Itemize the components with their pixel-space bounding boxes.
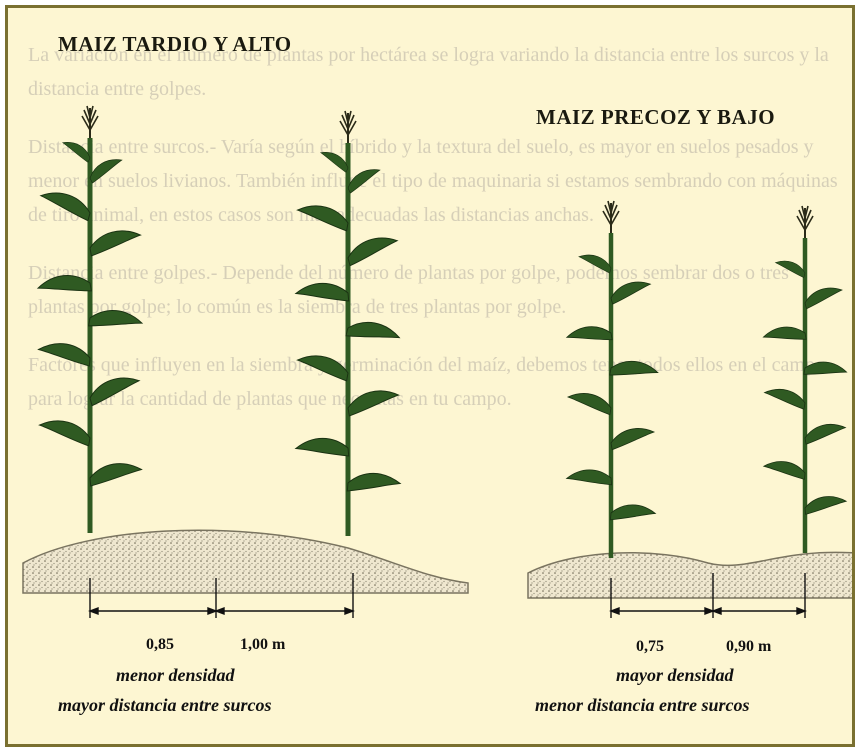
soil-mound-right [528,552,855,598]
right-caption-distance: menor distancia entre surcos [535,695,750,716]
left-plant-spacing: 1,00 m [240,636,285,654]
short-maize-plant-1 [566,201,659,558]
right-panel-title: MAIZ PRECOZ Y BAJO [536,105,775,130]
short-maize-plant-2 [762,206,847,553]
illustration-frame: La variación en el número de plantas por… [5,5,855,747]
left-caption-density: menor densidad [116,665,235,686]
tall-maize-plant-2 [295,111,401,536]
right-row-spacing: 0,75 [636,638,664,656]
left-panel-title: MAIZ TARDIO Y ALTO [58,32,292,57]
tall-maize-plant-1 [37,106,144,533]
left-caption-distance: mayor distancia entre surcos [58,695,272,716]
right-caption-density: mayor densidad [616,665,734,686]
left-row-spacing: 0,85 [146,636,174,654]
right-plant-spacing: 0,90 m [726,638,771,656]
